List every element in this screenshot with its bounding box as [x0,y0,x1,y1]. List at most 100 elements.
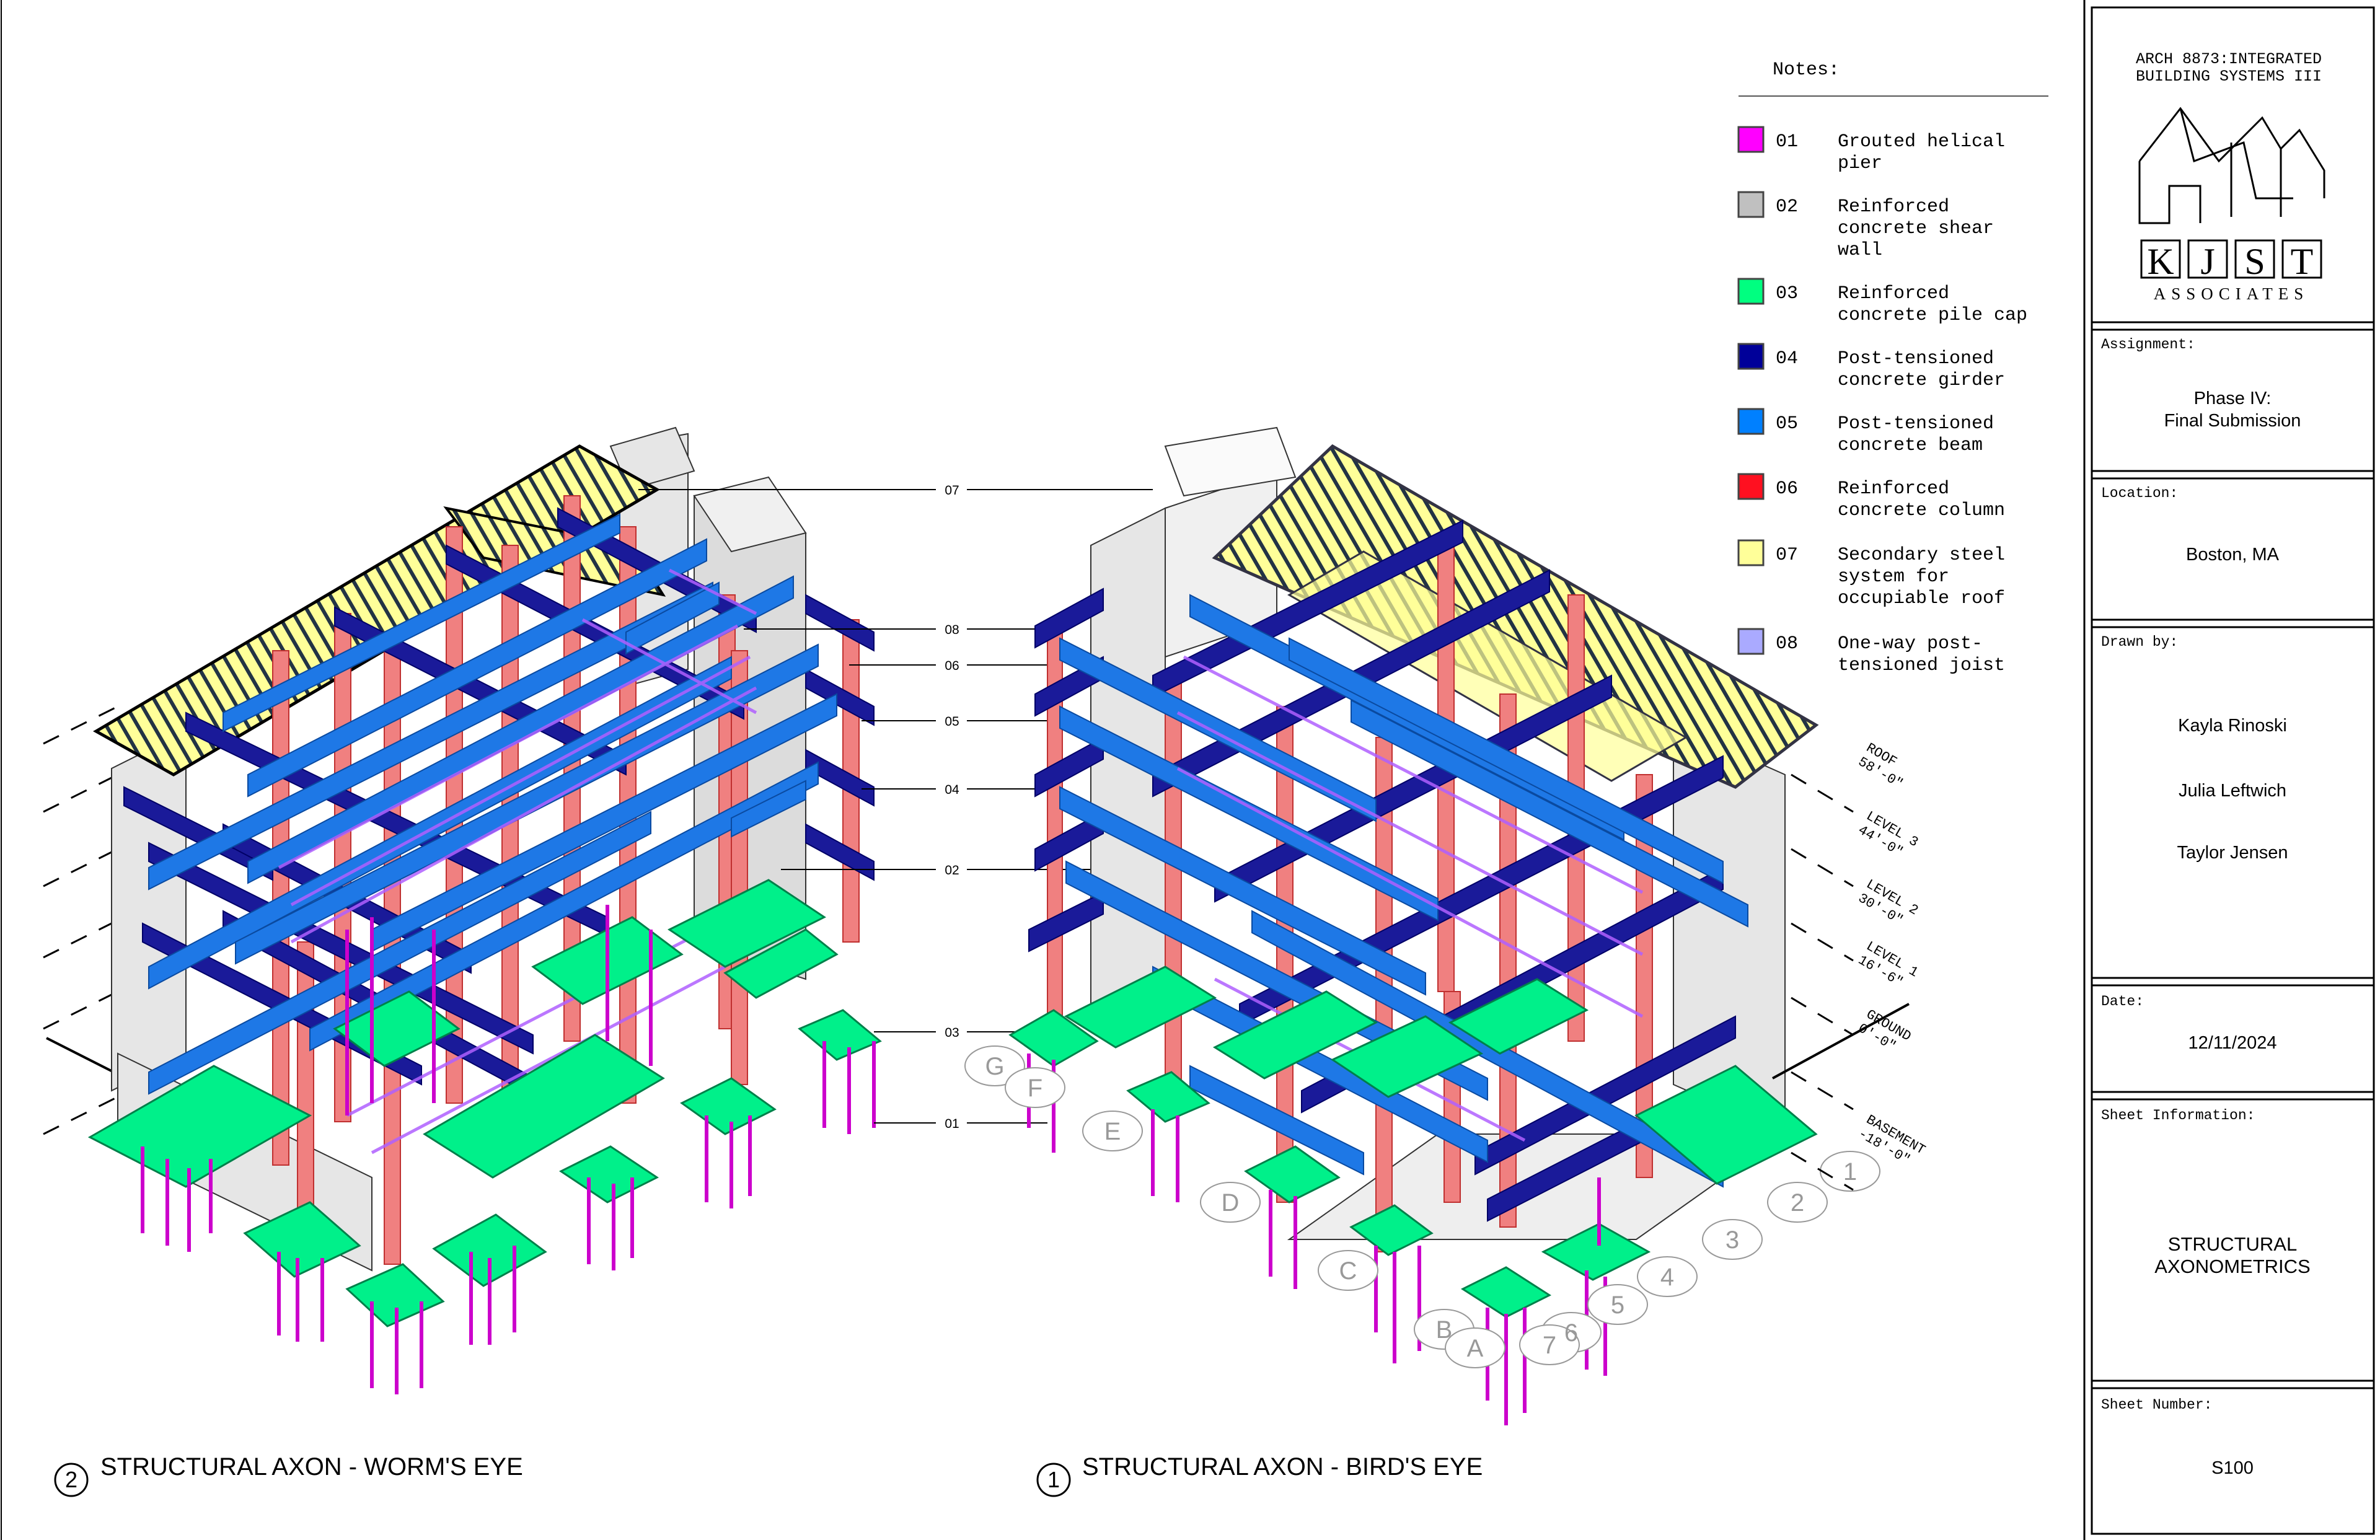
worms-helical-piers [141,905,876,1394]
note-text-04-1: Post-tensioned [1838,348,1994,369]
note-text-02-2: concrete shear [1838,218,1994,239]
note-text-06-1: Reinforced [1838,478,1949,499]
note-text-02-1: Reinforced [1838,196,1949,218]
grid-1: 1 [1843,1158,1857,1186]
callout-03: 03 [945,1026,959,1040]
assignment-label: Assignment: [2101,337,2195,353]
note-text-07-3: occupiable roof [1838,588,2005,609]
grid-a: A [1467,1335,1484,1362]
grid-6: 6 [1564,1319,1578,1347]
grid-letter-bubbles [964,1045,1505,1368]
note-swatch-01 [1737,126,1765,153]
grid-3: 3 [1726,1226,1739,1254]
note-text-05-1: Post-tensioned [1838,413,1994,434]
worms-joists [278,568,757,1155]
sheet-number-label: Sheet Number: [2101,1397,2212,1413]
grid-7: 7 [1543,1332,1556,1359]
worms-beams [148,513,837,1095]
note-swatch-06 [1737,473,1765,500]
drawn-by-name-3: Taylor Jensen [2177,843,2288,863]
note-text-07-2: system for [1838,566,1949,587]
course-line-2: BUILDING SYSTEMS III [2136,68,2322,86]
note-swatch-03 [1737,278,1765,305]
logo-letters: K J S T [2147,241,2313,282]
birds-ground-line [1772,1003,1910,1080]
grid-number-bubbles [1519,1151,1880,1365]
note-text-01-2: pier [1838,153,1882,174]
callout-01: 01 [945,1117,959,1131]
note-number-06: 06 [1776,478,1798,499]
drawn-by-name-2: Julia Leftwich [2179,781,2286,801]
date-label: Date: [2101,993,2144,1010]
note-number-05: 05 [1776,413,1798,434]
birds-pile-caps [1008,966,1818,1318]
view-title-birds-text: STRUCTURAL AXON - BIRD'S EYE [1082,1453,1483,1481]
grid-d: D [1222,1189,1240,1217]
note-text-08-1: One-way post- [1838,633,1983,654]
note-number-02: 02 [1776,196,1798,218]
callout-02: 02 [945,863,959,878]
note-text-01-1: Grouted helical [1838,131,2005,152]
logo-letter-j: J [2200,241,2215,282]
note-text-02-3: wall [1838,240,1882,261]
worms-eye-level-lines [43,705,118,1135]
assignment-value-1: Phase IV: [2194,389,2272,408]
grid-4: 4 [1660,1264,1674,1291]
logo-letter-k: K [2147,241,2174,282]
note-number-03: 03 [1776,283,1798,304]
birds-level-lines [1791,773,1854,1191]
grid-2: 2 [1791,1189,1804,1217]
grid-b: B [1436,1316,1453,1344]
grid-e: E [1104,1118,1121,1145]
drawn-by-label: Drawn by: [2101,634,2178,650]
logo-subtitle: ASSOCIATES [2154,284,2309,303]
assignment-value-2: Final Submission [2164,411,2301,431]
view-number-2: 2 [65,1467,77,1492]
note-swatch-05 [1737,408,1765,435]
location-value: Boston, MA [2186,545,2280,565]
note-text-03-2: concrete pile cap [1838,305,2027,326]
sheet-info-label: Sheet Information: [2101,1107,2255,1124]
grid-number-labels: 1 2 3 4 5 6 7 [1543,1158,1857,1359]
course-line-1: ARCH 8873:INTEGRATED [2136,50,2322,68]
grid-f: F [1028,1075,1042,1102]
note-number-08: 08 [1776,633,1798,654]
note-item-08: 08 One-way post-tensioned joist [1737,628,2005,676]
sheet-number-value: S100 [2211,1458,2254,1478]
note-number-04: 04 [1776,348,1798,369]
callout-07: 07 [945,483,959,498]
sheet-info-value-1: STRUCTURAL [2168,1233,2297,1255]
logo-letter-s: S [2244,241,2265,282]
view-title-worms-text: STRUCTURAL AXON - WORM'S EYE [100,1453,523,1481]
view-title-birds: 1 STRUCTURAL AXON - BIRD'S EYE [1036,1453,1483,1497]
note-swatch-08 [1737,628,1765,655]
worms-eye-axon [43,426,882,1394]
callout-04: 04 [945,783,959,797]
note-text-03-1: Reinforced [1838,283,1949,304]
kjst-logo [2138,107,2325,279]
logo-letter-t: T [2291,241,2314,282]
callout-05: 05 [945,715,959,729]
note-number-07: 07 [1776,545,1798,566]
view-number-1: 1 [1047,1467,1060,1492]
grid-5: 5 [1611,1291,1624,1319]
note-swatch-07 [1737,539,1765,566]
date-value: 12/11/2024 [2188,1033,2277,1053]
notes-heading: Notes: [1773,59,1840,81]
title-block: ARCH 8873:INTEGRATED BUILDING SYSTEMS II… [2083,0,2375,1540]
birds-eye-axon: G F E D C B A 1 2 3 4 5 6 7 [964,426,1928,1425]
sheet-info-value-2: AXONOMETRICS [2154,1256,2310,1277]
note-text-05-2: concrete beam [1838,435,1983,456]
note-text-08-2: tensioned joist [1838,655,2005,676]
callout-labels: 07 08 06 05 04 02 03 01 [945,483,959,1131]
title-block-dividers [2092,321,2374,1389]
note-swatch-04 [1737,343,1765,370]
note-swatch-02 [1737,191,1765,218]
